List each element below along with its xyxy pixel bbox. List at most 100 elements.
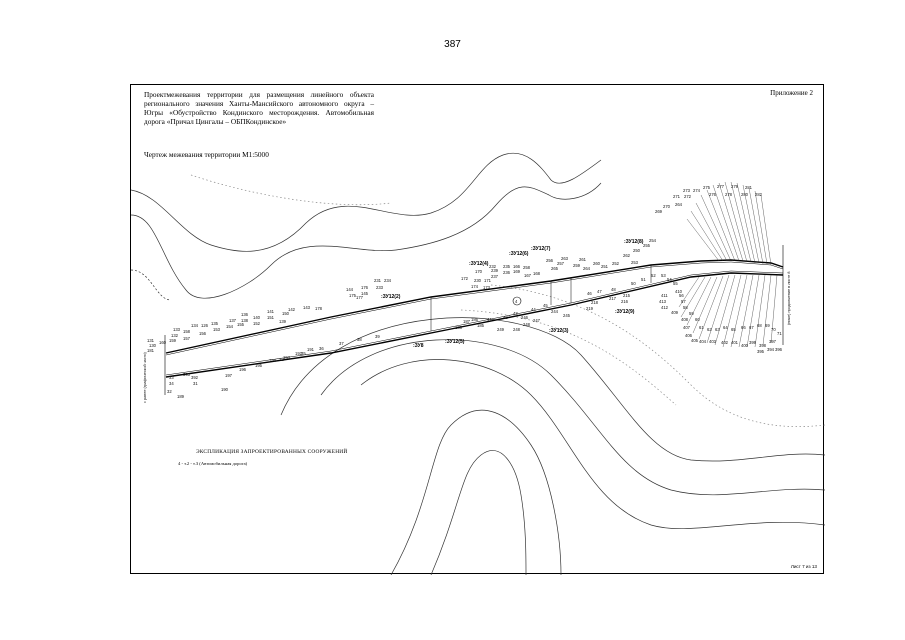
point-label: 269 bbox=[655, 209, 663, 214]
parcel-zu12-2: :ЗУ12(2) bbox=[381, 294, 401, 300]
point-label: 251 bbox=[601, 264, 609, 269]
point-label: 392 bbox=[191, 375, 199, 380]
point-label: 154 bbox=[226, 324, 234, 329]
point-label: 272 bbox=[684, 194, 692, 199]
point-label: 399 bbox=[749, 340, 757, 345]
point-label: 173 bbox=[483, 285, 491, 290]
point-label: 259 bbox=[573, 263, 581, 268]
point-label: 160 bbox=[159, 340, 167, 345]
point-label: 33 bbox=[169, 375, 174, 380]
point-label: 158 bbox=[183, 329, 191, 334]
point-label: 246 bbox=[521, 315, 529, 320]
point-label: 271 bbox=[673, 194, 681, 199]
point-label: 35 bbox=[301, 351, 306, 356]
point-label: 39 bbox=[375, 334, 380, 339]
point-label: 171 bbox=[484, 278, 492, 283]
point-label: 31 bbox=[193, 381, 198, 386]
point-label: 410 bbox=[675, 289, 683, 294]
point-label: 278 bbox=[725, 192, 733, 197]
point-label: 233 bbox=[376, 285, 384, 290]
point-label: 51 bbox=[641, 277, 646, 282]
point-label: 137 bbox=[229, 318, 237, 323]
point-label: 412 bbox=[661, 305, 669, 310]
point-label: 44 bbox=[531, 307, 536, 312]
sheet-number: Лист 7 из 13 bbox=[790, 564, 817, 569]
point-label: 234 bbox=[384, 278, 392, 283]
point-label: 140 bbox=[253, 315, 261, 320]
point-label: 403 bbox=[709, 339, 717, 344]
point-label: 153 bbox=[213, 327, 221, 332]
point-label: 280 bbox=[741, 192, 749, 197]
point-label: 270 bbox=[663, 204, 671, 209]
map-sheet: 4 :ЗУ12(2) :ЗУ12(4) :ЗУ12(6) :ЗУ12(7) :З… bbox=[130, 84, 825, 575]
point-label: 253 bbox=[631, 260, 639, 265]
point-label: 60 bbox=[695, 317, 700, 322]
point-label: 401 bbox=[731, 340, 739, 345]
point-label: 71 bbox=[777, 331, 782, 336]
point-label: 235 bbox=[503, 264, 511, 269]
point-label: 250 bbox=[633, 248, 641, 253]
point-label: 167 bbox=[524, 273, 532, 278]
point-label: 58 bbox=[683, 305, 688, 310]
point-label: 393 bbox=[183, 372, 191, 377]
river-lower-bank-4 bbox=[390, 409, 562, 575]
point-label: 133 bbox=[173, 327, 181, 332]
point-label: 218 bbox=[591, 300, 599, 305]
point-label: 139 bbox=[279, 319, 287, 324]
legend-title: ЭКСПЛИКАЦИЯ ЗАПРОЕКТИРОВАННЫХ СООРУЖЕНИЙ bbox=[196, 449, 348, 455]
point-label: 69 bbox=[765, 323, 770, 328]
point-label: 45 bbox=[543, 303, 548, 308]
point-label: 132 bbox=[171, 333, 179, 338]
road-edge-bottom bbox=[165, 272, 784, 378]
river-bank-2 bbox=[131, 182, 602, 299]
point-label: 65 bbox=[731, 327, 736, 332]
point-label: 273 bbox=[683, 188, 691, 193]
river-bank-4 bbox=[190, 174, 392, 206]
river-lower-bank-2 bbox=[320, 339, 825, 496]
point-label: 261 bbox=[579, 257, 587, 262]
point-label: 413 bbox=[659, 299, 667, 304]
point-label: 157 bbox=[183, 336, 191, 341]
point-label: 57 bbox=[681, 299, 686, 304]
point-label: 141 bbox=[267, 309, 275, 314]
point-label: 143 bbox=[303, 305, 311, 310]
point-label: 168 bbox=[533, 271, 541, 276]
point-label: 282 bbox=[755, 192, 763, 197]
point-label: 397 bbox=[769, 339, 777, 344]
point-label: 249 bbox=[497, 327, 505, 332]
point-label: 130 bbox=[149, 343, 157, 348]
point-label: 47 bbox=[597, 289, 602, 294]
river-upper bbox=[131, 152, 602, 301]
point-label: 48 bbox=[611, 287, 616, 292]
point-label: 174 bbox=[471, 284, 479, 289]
point-label: 244 bbox=[551, 309, 559, 314]
point-label: 32 bbox=[167, 389, 172, 394]
parcel-zu12-5: :ЗУ12(5) bbox=[445, 339, 465, 345]
point-label: 150 bbox=[282, 311, 290, 316]
river-bank-3 bbox=[131, 269, 172, 301]
point-label: 195 bbox=[255, 363, 263, 368]
point-label: 166 bbox=[513, 264, 521, 269]
point-label: 178 bbox=[315, 306, 323, 311]
point-label: 138 bbox=[241, 318, 249, 323]
point-label: 219 bbox=[586, 306, 594, 311]
point-label: 169 bbox=[513, 269, 521, 274]
point-label: 260 bbox=[593, 261, 601, 266]
point-label: 256 bbox=[546, 258, 554, 263]
point-label: 136 bbox=[241, 312, 249, 317]
point-label: 152 bbox=[253, 321, 261, 326]
point-label: 135 bbox=[211, 321, 219, 326]
point-label: 248 bbox=[513, 327, 521, 332]
point-label: 55 bbox=[673, 281, 678, 286]
point-label: 194 bbox=[269, 358, 277, 363]
point-label: 36 bbox=[319, 346, 324, 351]
point-label: 142 bbox=[288, 307, 296, 312]
point-label: 247 bbox=[533, 318, 541, 323]
river-lower-bank-6 bbox=[490, 284, 825, 427]
point-label: 177 bbox=[356, 295, 364, 300]
point-label: 62 bbox=[707, 327, 712, 332]
point-label: 248 bbox=[523, 322, 531, 327]
point-label: 56 bbox=[679, 293, 684, 298]
point-label: 70 bbox=[771, 327, 776, 332]
parcel-zu8: :ЗУ8 bbox=[413, 343, 424, 349]
